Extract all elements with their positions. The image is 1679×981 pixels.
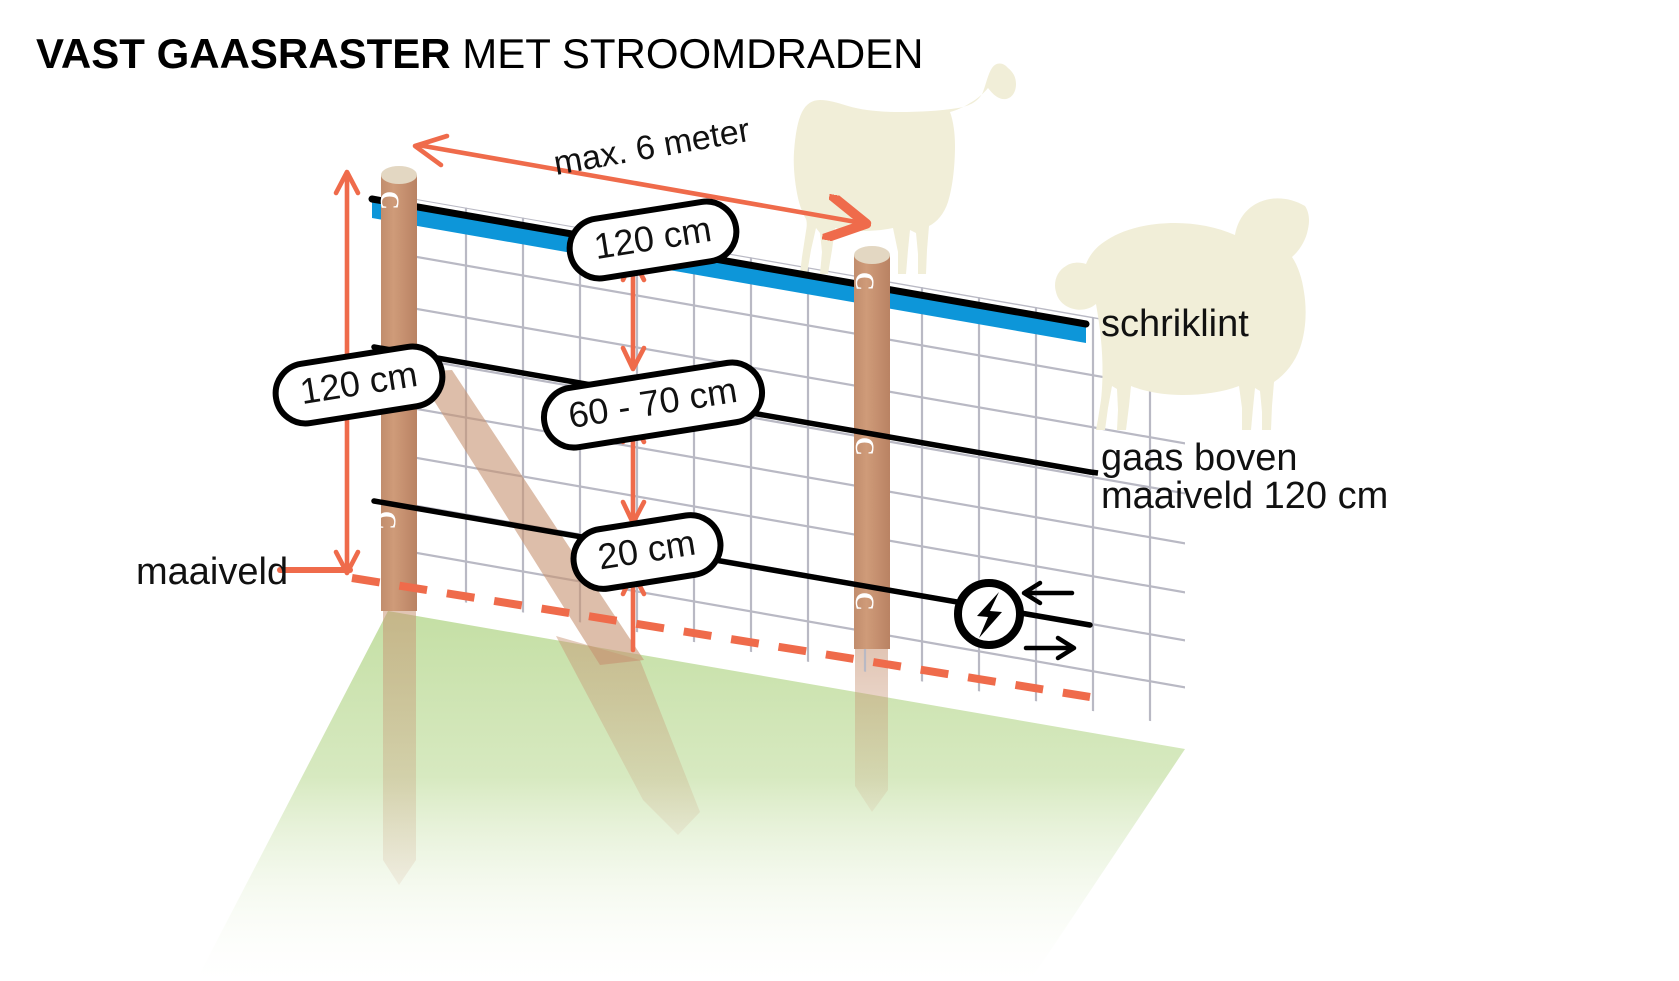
wire-clip-icon: C xyxy=(375,191,404,210)
title-bold: VAST GAASRASTER xyxy=(36,30,451,77)
wire-clip-icon: C xyxy=(850,592,879,611)
wire-clip-icon: C xyxy=(372,511,401,530)
wire-clip-icons: C C C C C C xyxy=(372,191,879,611)
sheep-silhouette xyxy=(1055,198,1309,430)
wire-clip-icon: C xyxy=(850,272,879,291)
svg-text:VAST GAASRASTER MET STROOMDRAD: VAST GAASRASTER MET STROOMDRADEN xyxy=(36,30,924,77)
horse-silhouette xyxy=(793,63,1016,274)
total-height-arrow xyxy=(333,169,361,576)
callout-maaiveld: maaiveld xyxy=(136,551,288,593)
callout-gaas-line2: maaiveld 120 cm xyxy=(1101,475,1388,517)
callout-schriklint: schriklint xyxy=(1101,303,1249,345)
right-post xyxy=(854,246,890,649)
span-label: max. 6 meter xyxy=(551,111,753,183)
energizer-group[interactable] xyxy=(954,579,1024,649)
wire-clip-icon: C xyxy=(850,437,879,456)
span-arrow-group xyxy=(412,133,862,223)
double-arrow-icon xyxy=(417,142,862,223)
underground-posts xyxy=(383,600,888,885)
current-arrows xyxy=(1021,580,1077,661)
lightning-bolt-icon xyxy=(977,592,1002,638)
left-post xyxy=(381,166,417,611)
callout-gaas-line1: gaas boven xyxy=(1101,437,1298,479)
title-regular: MET STROOMDRADEN xyxy=(451,30,924,77)
callout-leaders xyxy=(277,469,1099,573)
wire-clip-icon: C xyxy=(372,358,401,377)
